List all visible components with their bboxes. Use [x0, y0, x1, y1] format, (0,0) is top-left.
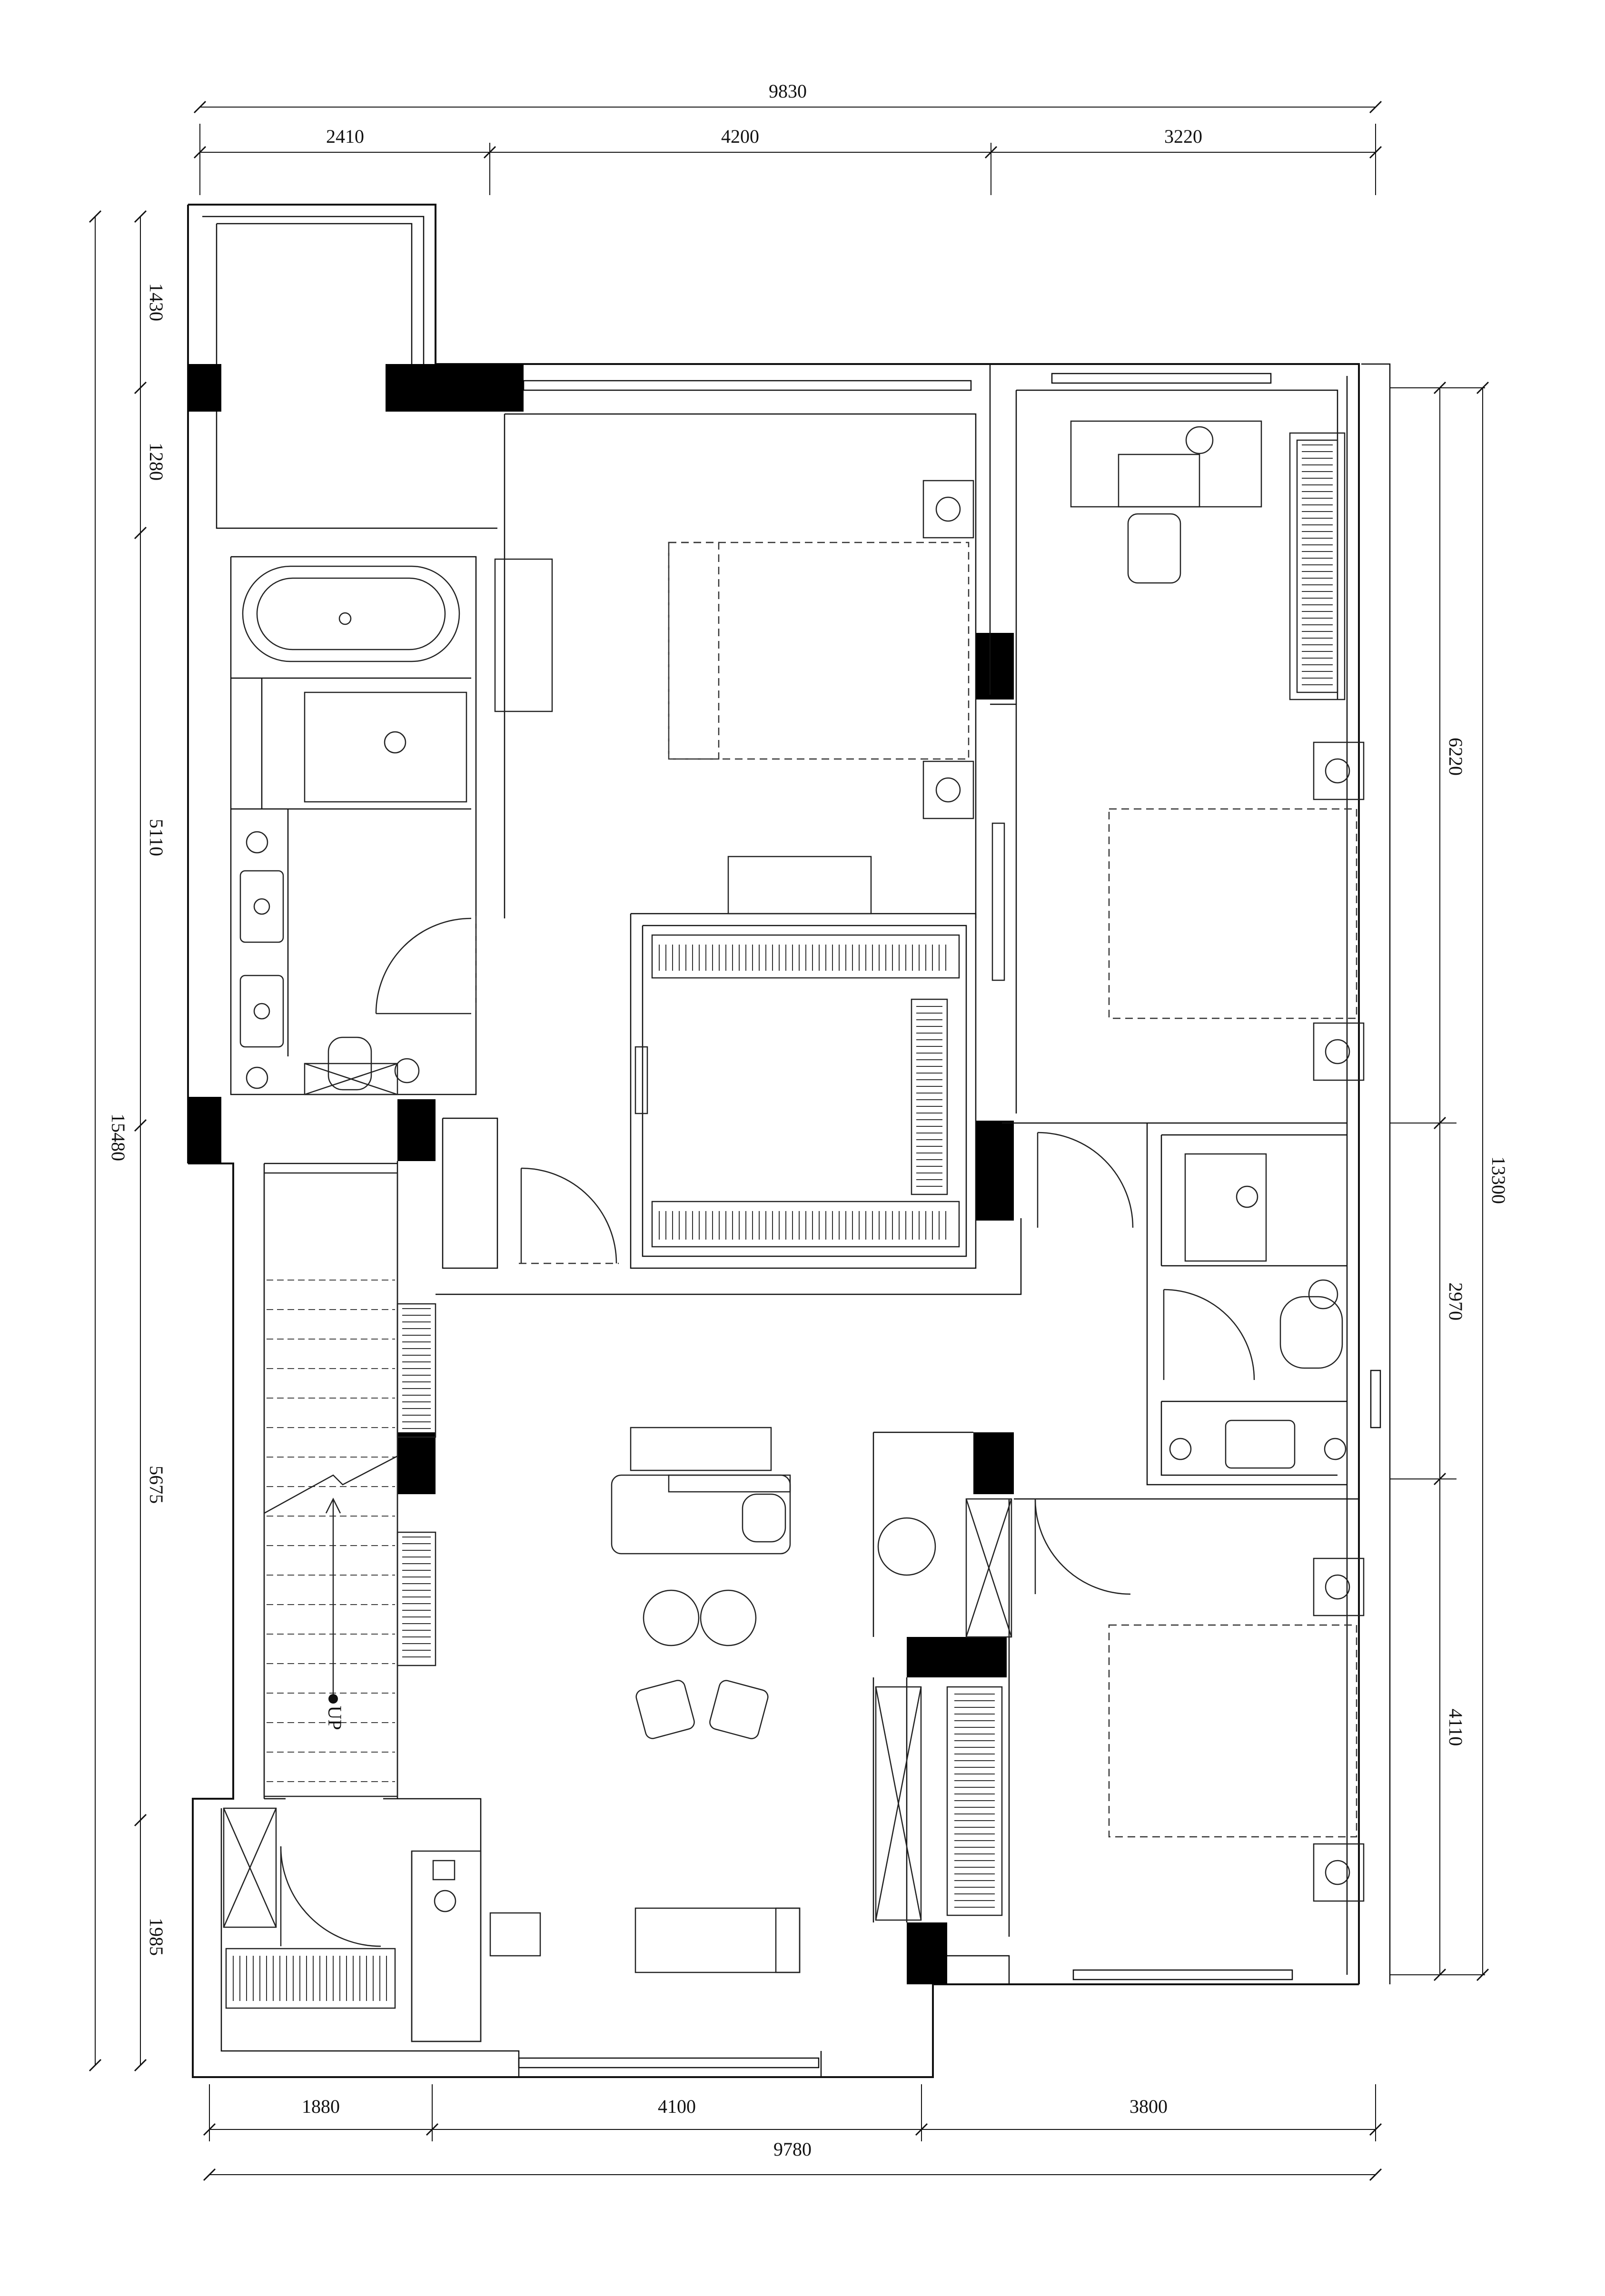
wardrobe-bottom	[651, 1201, 960, 1248]
bench	[727, 856, 872, 915]
bottom-dimensions: 1880 4100 3800 9780	[203, 2084, 1382, 2181]
interior-walls	[230, 364, 1359, 2042]
dim-left-seg-1: 1430	[146, 283, 167, 321]
shower-head-icon	[384, 731, 406, 754]
guest-bath-fixtures	[1169, 1153, 1347, 1469]
cabinet-b3	[965, 1498, 1012, 1638]
shower	[304, 691, 467, 803]
staircase: UP	[223, 1172, 436, 2009]
sink-1	[239, 870, 284, 943]
bedroom-1	[494, 480, 974, 915]
nightstand-icon	[1313, 741, 1365, 800]
bed-3	[1108, 1624, 1357, 1838]
master-bath-fixtures	[239, 565, 467, 1095]
shoe-rack	[225, 1948, 396, 2009]
console	[630, 1427, 772, 1471]
dim-top-seg-2: 4200	[721, 126, 759, 147]
bedroom-3	[875, 1498, 1365, 1921]
treadmill	[634, 1907, 801, 1973]
top-dimensions: 9830 2410 4200 3220	[193, 80, 1382, 195]
chair	[489, 1912, 541, 1957]
wardrobe-side	[911, 998, 948, 1195]
right-dimensions: 6220 2970 4110 13300	[1390, 381, 1509, 1981]
doors	[280, 916, 1255, 1947]
desk-chair	[1127, 513, 1181, 584]
left-dimensions: 15480 1430 1280 5110 5675 1985	[89, 210, 167, 2072]
dim-left-seg-3: 5110	[146, 819, 167, 857]
dim-bottom-seg-2: 4100	[658, 2096, 696, 2117]
dim-right-total: 13300	[1488, 1156, 1509, 1204]
stair-direction-label: UP	[324, 1705, 346, 1730]
dim-left-seg-2: 1280	[146, 443, 167, 481]
stair-start-icon	[328, 1694, 338, 1704]
round-table	[877, 1517, 936, 1576]
storage-cabinet	[223, 1807, 277, 1928]
wardrobe-top	[651, 934, 960, 979]
structural-columns	[188, 364, 1014, 1984]
stool-icon	[643, 1589, 700, 1646]
bathtub	[242, 565, 460, 662]
stair-well	[263, 1172, 398, 1797]
guest-shower	[1184, 1153, 1267, 1262]
nightstand-icon	[922, 760, 974, 819]
dim-top-total: 9830	[769, 80, 807, 102]
dim-left-seg-5: 1985	[146, 1918, 167, 1956]
guest-toilet	[1279, 1296, 1343, 1369]
bedroom-2	[991, 420, 1365, 1081]
dim-top-seg-3: 3220	[1164, 126, 1202, 147]
bed-2	[1108, 808, 1357, 1019]
dim-bottom-total: 9780	[773, 2138, 812, 2160]
walk-in-closet	[634, 934, 960, 1248]
desk	[1070, 420, 1262, 508]
nightstand-icon	[922, 480, 974, 539]
dim-bottom-seg-1: 1880	[302, 2096, 340, 2117]
dim-right-seg-1: 6220	[1445, 738, 1466, 776]
nightstand-icon	[1313, 1843, 1365, 1902]
tv-unit	[494, 558, 553, 712]
guest-sink	[1225, 1419, 1296, 1469]
dim-left-total: 15480	[108, 1114, 129, 1161]
office-chair	[742, 1493, 786, 1543]
windows	[518, 373, 1381, 2069]
stool-icon	[700, 1589, 757, 1646]
dim-right-seg-3: 4110	[1445, 1709, 1466, 1746]
armchair-icon	[709, 1680, 769, 1739]
dim-top-seg-1: 2410	[326, 126, 364, 147]
dim-left-seg-4: 5675	[146, 1466, 167, 1504]
dim-bottom-seg-3: 3800	[1129, 2096, 1168, 2117]
nightstand-icon	[1313, 1557, 1365, 1616]
wardrobe-b3	[946, 1686, 1003, 1916]
living-area	[411, 1427, 801, 2042]
armchair-icon	[635, 1680, 695, 1739]
dim-right-seg-2: 2970	[1445, 1282, 1466, 1320]
sink-2	[239, 975, 284, 1048]
bookshelf	[1289, 432, 1346, 700]
nightstand-icon	[1313, 1022, 1365, 1081]
linen-closet	[875, 1686, 922, 1921]
bed-1	[668, 542, 970, 760]
